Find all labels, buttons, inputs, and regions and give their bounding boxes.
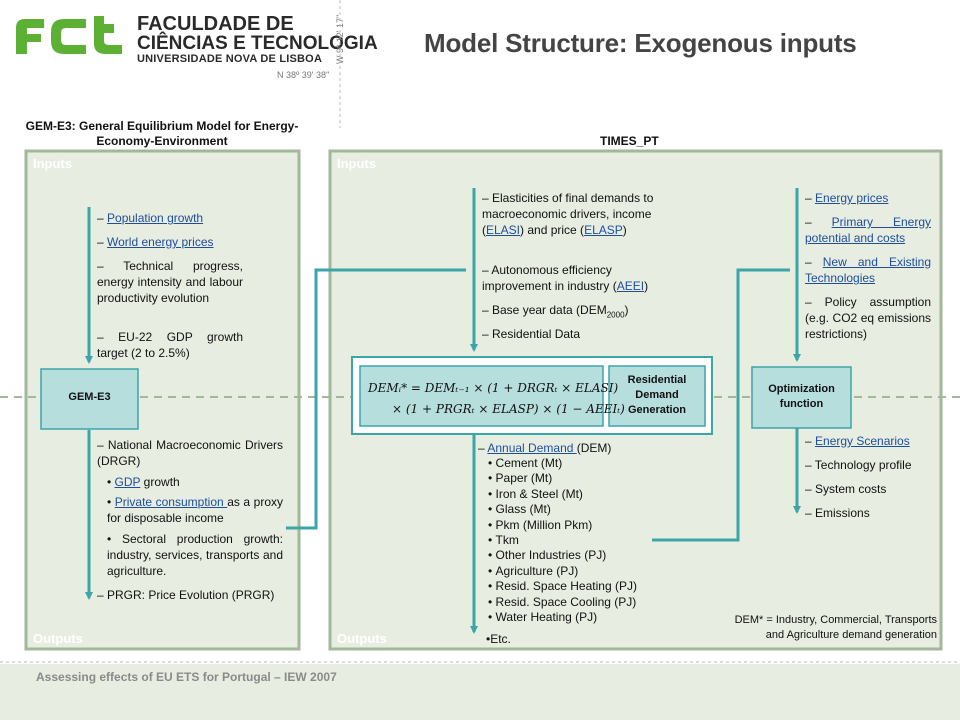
energy-scenarios-link[interactable]: Energy Scenarios [815, 434, 910, 448]
elasp-link[interactable]: ELASP [584, 223, 623, 237]
logo-line-3: UNIVERSIDADE NOVA DE LISBOA [137, 53, 323, 65]
demand-list: Cement (Mt) Paper (Mt) Iron & Steel (Mt)… [488, 456, 678, 625]
technologies-item: – New and Existing Technologies [805, 255, 931, 285]
coordinate-north: N 38º 39' 38'' [277, 70, 330, 80]
world-energy-prices-item: – World energy prices [97, 235, 214, 249]
policy-assumption-item: – Policy assumption (e.g. CO2 eq emissio… [805, 295, 931, 341]
private-consumption-item: • Private consumption as a proxy for dis… [107, 495, 283, 525]
annual-demand-link[interactable]: Annual Demand [487, 441, 577, 455]
optimization-function-box: Optimization function [768, 383, 835, 410]
right-outputs-label: Outputs [337, 631, 387, 646]
aeei-item: – Autonomous efficiency improvement in i… [482, 263, 649, 293]
primary-energy-link[interactable]: Primary Energy potential and costs [805, 215, 931, 245]
list-item: Other Industries (PJ) [488, 548, 678, 563]
logo-line-2: CIÊNCIAS E TECNOLOGIA [137, 33, 378, 54]
technologies-link[interactable]: New and Existing Technologies [805, 255, 931, 285]
technology-profile-item: – Technology profile [805, 458, 912, 472]
elasi-link[interactable]: ELASI [486, 223, 521, 237]
sectoral-production-item: • Sectoral production growth: industry, … [107, 532, 283, 578]
logo-line-1: FACULDADE DE [137, 13, 294, 35]
energy-prices-link[interactable]: Energy prices [815, 191, 889, 205]
right-inputs-label: Inputs [337, 156, 376, 171]
fct-logo-icon [16, 16, 122, 54]
list-item: Paper (Mt) [488, 471, 678, 486]
gem-e3-box: GEM-E3 [68, 391, 111, 403]
residential-demand-box: Residential Demand Generation [627, 374, 687, 416]
right-panel-heading: TIMES_PT [600, 134, 659, 148]
list-item: Water Heating (PJ) [488, 610, 678, 625]
aeei-link[interactable]: AEEI [616, 279, 645, 293]
footer-text: Assessing effects of EU ETS for Portugal… [36, 670, 337, 684]
gdp-link[interactable]: GDP [114, 475, 141, 489]
population-growth-item: – Population growth [97, 211, 204, 225]
primary-energy-item: – Primary Energy potential and costs [805, 215, 931, 245]
residential-data-item: – Residential Data [482, 327, 581, 341]
demand-formula: DEMᵢ* = DEMₜ₋₁ × (1 + DRGRₜ × ELASI) × (… [368, 378, 625, 420]
footnote: DEM* = Industry, Commercial, Transports … [690, 613, 937, 643]
gdp-target-item: – EU-22 GDP growth target (2 to 2.5%) [97, 330, 243, 360]
world-energy-prices-link[interactable]: World energy prices [107, 235, 214, 249]
prgr-item: – PRGR: Price Evolution (PRGR) [97, 588, 275, 602]
private-consumption-link[interactable]: Private consumption [114, 495, 228, 509]
list-item: Glass (Mt) [488, 502, 678, 517]
emissions-item: – Emissions [805, 506, 870, 520]
list-item: Resid. Space Heating (PJ) [488, 579, 678, 594]
footnote-line-1: DEM* = Industry, Commercial, Transports [734, 614, 937, 626]
list-item: Tkm [488, 533, 678, 548]
gdp-growth-item: • GDP growth [107, 475, 180, 489]
system-costs-item: – System costs [805, 482, 887, 496]
energy-scenarios-item: – Energy Scenarios [805, 434, 910, 448]
page-title: Model Structure: Exogenous inputs [424, 28, 857, 58]
population-growth-link[interactable]: Population growth [107, 211, 204, 225]
energy-prices-item: – Energy prices [805, 191, 889, 205]
list-item: Iron & Steel (Mt) [488, 487, 678, 502]
footnote-line-2: and Agriculture demand generation [765, 629, 937, 641]
list-item: Agriculture (PJ) [488, 564, 678, 579]
left-outputs-label: Outputs [33, 631, 83, 646]
formula-line-1: DEMᵢ* = DEMₜ₋₁ × (1 + DRGRₜ × ELASI) [368, 381, 619, 395]
formula-line-2: × (1 + PRGRₜ × ELASP) × (1 − AEEIₜ) [392, 402, 625, 416]
base-year-item: – Base year data (DEM2000) [482, 303, 629, 320]
elasticities-item: – Elasticities of final demands to macro… [482, 191, 654, 237]
demand-etc: •Etc. [486, 632, 511, 646]
annual-demand-item: – Annual Demand (DEM) [478, 441, 612, 455]
left-inputs-label: Inputs [33, 156, 72, 171]
technical-progress-item: – Technical progress, energy intensity a… [97, 259, 243, 305]
macro-drivers-item: – National Macroeconomic Drivers (DRGR) [97, 438, 283, 468]
list-item: Cement (Mt) [488, 456, 678, 471]
list-item: Pkm (Million Pkm) [488, 518, 678, 533]
left-panel-heading: GEM-E3: General Equilibrium Model for En… [25, 119, 299, 148]
list-item: Resid. Space Cooling (PJ) [488, 595, 678, 610]
